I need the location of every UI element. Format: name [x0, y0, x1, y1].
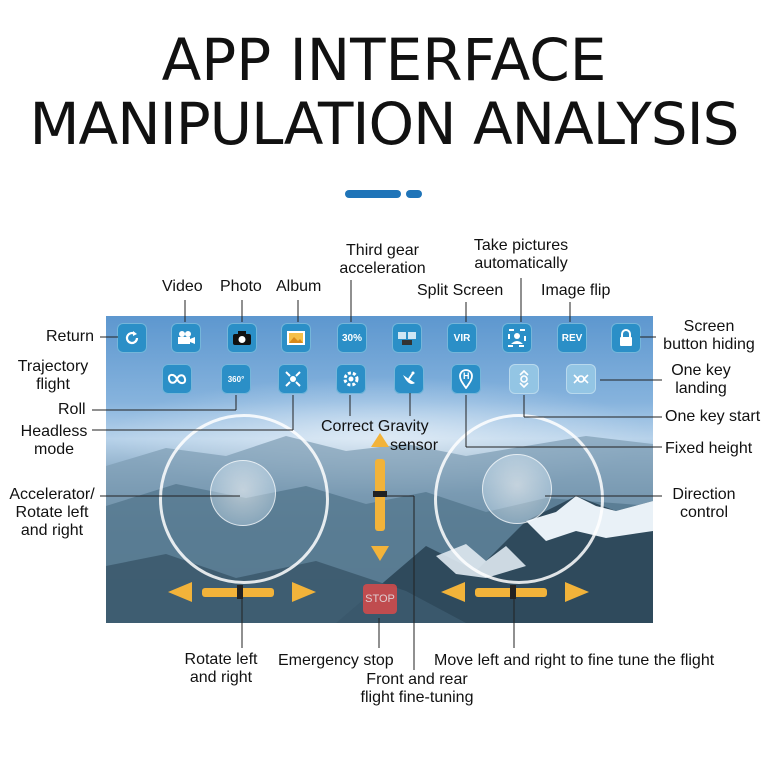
label-headless: Headless mode — [14, 423, 94, 459]
label-one-key-landing-line2: landing — [675, 380, 727, 397]
label-emergency-stop: Emergency stop — [278, 652, 394, 669]
label-one-key-landing: One key landing — [662, 362, 740, 398]
label-direction: Direction control — [662, 486, 746, 522]
label-video: Video — [162, 278, 203, 295]
label-one-key-landing-line1: One key — [671, 362, 731, 379]
right-joystick-ring[interactable] — [434, 414, 604, 584]
gear-icon — [343, 371, 359, 387]
label-take-pictures: Take pictures automatically — [462, 237, 580, 273]
split-screen-button[interactable] — [392, 323, 422, 353]
trajectory-flight-button[interactable] — [162, 364, 192, 394]
one-key-landing-button[interactable] — [566, 364, 596, 394]
label-photo: Photo — [220, 278, 262, 295]
speed-button[interactable]: 30% — [337, 323, 367, 353]
label-rotate-line1: Rotate left — [184, 651, 258, 668]
title-line-2: MANIPULATION ANALYSIS — [29, 90, 740, 158]
rotate-trim-slider[interactable] — [168, 580, 318, 604]
title-line-1: APP INTERFACE — [161, 26, 607, 94]
label-screen-hiding-line1: Screen — [683, 318, 735, 335]
accent-dash-short — [406, 190, 422, 198]
label-accelerator-line1: Accelerator/ — [9, 486, 95, 503]
accent-dash-long — [345, 190, 401, 198]
label-return: Return — [46, 328, 95, 345]
fixed-height-letter: H — [463, 371, 470, 381]
label-accelerator: Accelerator/ Rotate left and right — [0, 486, 104, 540]
label-trajectory-line1: Trajectory — [17, 358, 89, 375]
headless-icon — [285, 371, 301, 387]
takeoff-icon — [519, 369, 529, 389]
sensor-button[interactable] — [394, 364, 424, 394]
left-right-trim-slider[interactable] — [441, 580, 591, 604]
landing-icon — [573, 374, 589, 384]
label-front-rear: Front and rear flight fine-tuning — [344, 671, 490, 707]
label-accelerator-line3: and right — [20, 522, 84, 539]
label-headless-line2: mode — [33, 441, 75, 458]
video-button[interactable] — [171, 323, 201, 353]
label-roll: Roll — [58, 401, 86, 418]
label-trajectory-line2: flight — [36, 376, 70, 393]
roll-button[interactable]: 360° — [221, 364, 251, 394]
label-screen-hiding: Screen button hiding — [653, 318, 765, 354]
return-icon — [125, 331, 139, 345]
label-headless-line1: Headless — [20, 423, 88, 440]
vr-button[interactable]: VIR — [447, 323, 477, 353]
label-correct-gravity: Correct Gravity — [321, 418, 429, 435]
label-take-pictures-line1: Take pictures — [473, 237, 569, 254]
left-joystick-ring[interactable] — [159, 414, 329, 584]
album-button[interactable] — [281, 323, 311, 353]
label-move-fine-tune: Move left and right to fine tune the fli… — [434, 652, 715, 669]
photo-button[interactable] — [227, 323, 257, 353]
emergency-stop-button[interactable]: STOP — [363, 584, 397, 614]
image-flip-button[interactable]: REV — [557, 323, 587, 353]
label-one-key-start: One key start — [665, 408, 761, 425]
location-pin-icon — [459, 369, 473, 389]
label-third-gear-line1: Third gear — [346, 242, 419, 259]
label-take-pictures-line2: automatically — [474, 255, 568, 272]
label-direction-line2: control — [679, 504, 729, 521]
label-split-screen: Split Screen — [417, 282, 504, 299]
label-album: Album — [276, 278, 322, 295]
label-screen-hiding-line2: button hiding — [663, 336, 755, 353]
label-sensor: sensor — [390, 437, 439, 454]
one-key-start-button[interactable] — [509, 364, 539, 394]
screen-lock-button[interactable] — [611, 323, 641, 353]
label-front-rear-line2: flight fine-tuning — [360, 689, 474, 706]
label-accelerator-line2: Rotate left — [15, 504, 89, 521]
front-rear-trim-slider[interactable] — [365, 433, 395, 563]
album-icon — [287, 331, 305, 345]
return-button[interactable] — [117, 323, 147, 353]
trajectory-icon — [167, 373, 187, 385]
label-rotate: Rotate left and right — [174, 651, 268, 687]
label-direction-line1: Direction — [672, 486, 736, 503]
split-screen-icon — [398, 332, 416, 345]
video-camera-icon — [178, 331, 195, 344]
gravity-correct-button[interactable] — [336, 364, 366, 394]
fixed-height-button[interactable]: H — [451, 364, 481, 394]
label-third-gear-line2: acceleration — [339, 260, 426, 277]
left-joystick-knob[interactable] — [210, 460, 276, 526]
label-front-rear-line1: Front and rear — [366, 671, 468, 688]
auto-photo-icon — [508, 329, 526, 347]
lock-icon — [620, 329, 632, 346]
label-third-gear: Third gear acceleration — [330, 242, 435, 278]
headless-mode-button[interactable] — [278, 364, 308, 394]
app-screen: 30% VIR REV 360° H — [106, 316, 653, 623]
auto-photo-button[interactable] — [502, 323, 532, 353]
right-joystick-knob[interactable] — [482, 454, 552, 524]
label-fixed-height: Fixed height — [665, 440, 753, 457]
label-trajectory: Trajectory flight — [8, 358, 98, 394]
camera-icon — [233, 331, 251, 345]
satellite-icon — [403, 371, 415, 384]
label-image-flip: Image flip — [541, 282, 611, 299]
label-rotate-line2: and right — [189, 669, 253, 686]
